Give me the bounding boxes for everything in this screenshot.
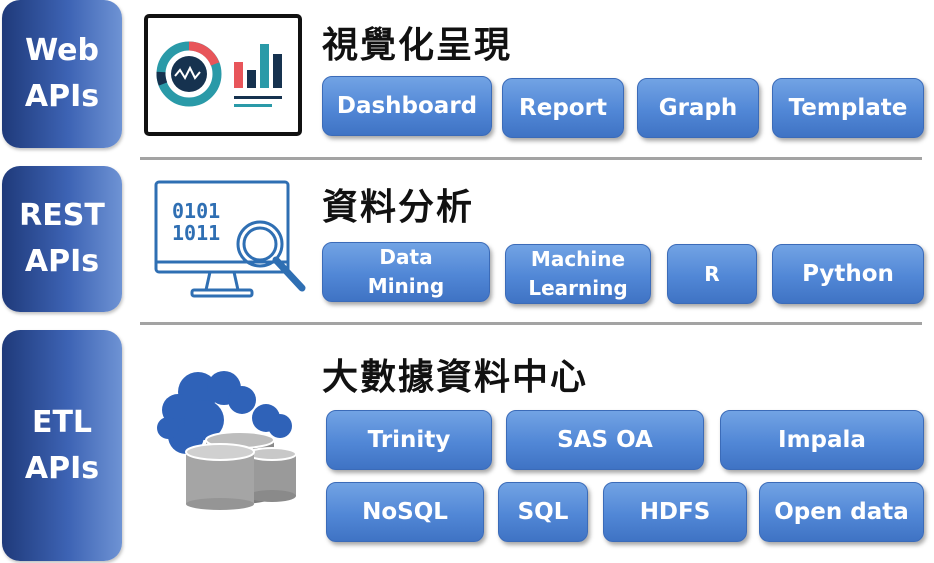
chip-nosql[interactable]: NoSQL	[326, 482, 484, 542]
chip-sas-oa[interactable]: SAS OA	[506, 410, 704, 470]
chip-data-mining-line1: Data	[379, 245, 433, 269]
big-data-center-title: 大數據資料中心	[322, 357, 589, 398]
svg-text:0101: 0101	[172, 199, 220, 223]
web-apis-line1: Web	[25, 33, 99, 68]
svg-text:1011: 1011	[172, 221, 220, 245]
rest-apis-line1: REST	[19, 198, 105, 233]
chip-graph[interactable]: Graph	[637, 78, 759, 138]
chip-data-mining-line2: Mining	[367, 274, 445, 298]
etl-apis-label: ETL APIs	[2, 330, 122, 561]
chip-python[interactable]: Python	[772, 244, 924, 304]
divider-2	[140, 322, 922, 325]
chip-report[interactable]: Report	[502, 78, 624, 138]
data-analysis-title: 資料分析	[322, 187, 475, 228]
rest-apis-label: REST APIs	[2, 166, 122, 312]
web-apis-label: Web APIs	[2, 0, 122, 148]
chip-trinity[interactable]: Trinity	[326, 410, 492, 470]
chip-machine-learning-line1: Machine	[530, 247, 626, 271]
chip-hdfs[interactable]: HDFS	[603, 482, 747, 542]
chip-data-mining[interactable]: Data Mining	[322, 242, 490, 302]
chip-impala[interactable]: Impala	[720, 410, 924, 470]
chip-dashboard[interactable]: Dashboard	[322, 76, 492, 136]
visualization-title: 視覺化呈現	[322, 25, 513, 66]
etl-apis-line1: ETL	[31, 404, 93, 440]
web-apis-line2: APIs	[24, 79, 100, 114]
chip-sql[interactable]: SQL	[498, 482, 588, 542]
divider-1	[140, 157, 922, 160]
dashboard-monitor-icon	[144, 14, 302, 136]
data-analysis-magnifier-icon: 0101 1011	[154, 180, 306, 298]
database-cloud-icon	[157, 371, 297, 510]
chip-template[interactable]: Template	[772, 78, 924, 138]
etl-apis-line2: APIs	[24, 450, 100, 486]
chip-machine-learning-line2: Learning	[528, 276, 628, 300]
rest-apis-line2: APIs	[24, 244, 100, 279]
chip-r[interactable]: R	[667, 244, 757, 304]
chip-machine-learning[interactable]: Machine Learning	[505, 244, 651, 304]
chip-open-data[interactable]: Open data	[759, 482, 924, 542]
